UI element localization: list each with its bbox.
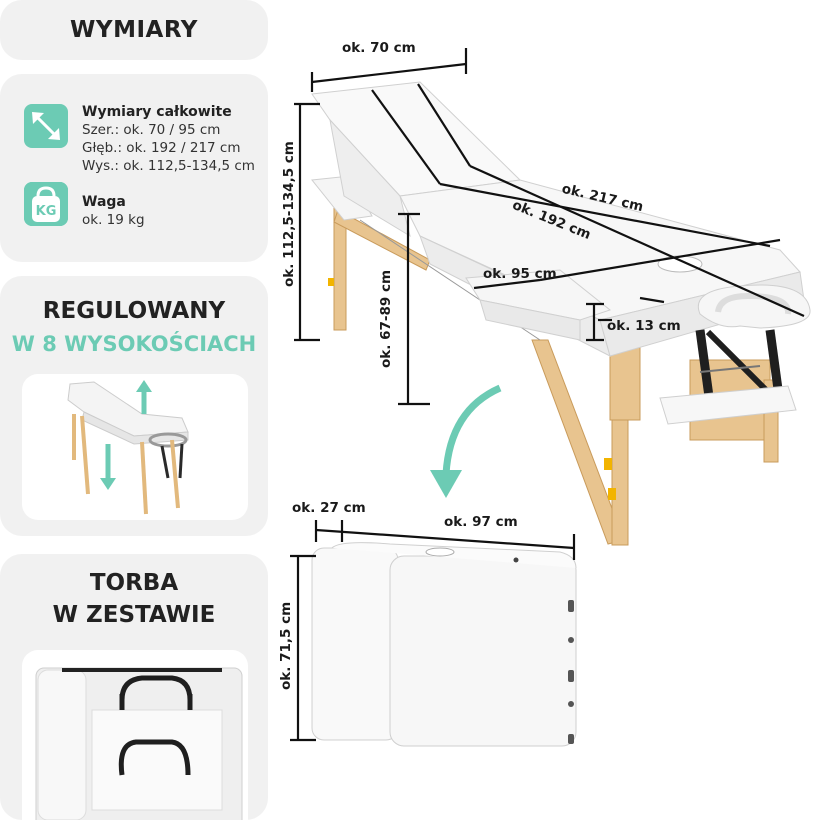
case-width-label: ok. 97 cm [444,514,518,530]
bag-heading-2: W ZESTAWIE [52,602,216,628]
width-spec: Szer.: ok. 70 / 95 cm [82,122,221,138]
title-panel: WYMIARY [0,0,268,60]
specs-panel: Wymiary całkowite Szer.: ok. 70 / 95 cm … [0,74,268,262]
adjustable-panel: REGULOWANY W 8 WYSOKOŚCIACH [0,276,268,536]
adjustable-heading: REGULOWANY [42,298,226,324]
adjustable-subheading: W 8 WYSOKOŚCIACH [11,332,257,356]
height-adjust-thumbnail [22,374,248,520]
bag-heading-1: TORBA [89,570,179,596]
case-depth-label: ok. 27 cm [292,500,366,516]
bag-panel: TORBA W ZESTAWIE [0,554,268,820]
bag-thumbnail [22,650,248,820]
dimensions-title: Wymiary całkowite [82,104,232,120]
arm-width-label: ok. 95 cm [483,266,557,282]
total-height-label: ok. 112,5-134,5 cm [281,141,297,287]
width-top-label: ok. 70 cm [342,40,416,56]
weight-value: ok. 19 kg [82,212,145,228]
seat-height-label: ok. 67-89 cm [378,269,394,368]
kg-label: KG [36,204,57,219]
kettlebell-icon: KG [24,182,68,226]
thickness-label: ok. 13 cm [607,318,681,334]
height-spec: Wys.: ok. 112,5-134,5 cm [82,158,255,174]
section-title: WYMIARY [70,17,198,43]
diagonal-arrows-icon [24,104,68,148]
depth-spec: Głęb.: ok. 192 / 217 cm [82,140,241,156]
weight-title: Waga [82,194,126,210]
case-height-label: ok. 71,5 cm [278,601,294,690]
